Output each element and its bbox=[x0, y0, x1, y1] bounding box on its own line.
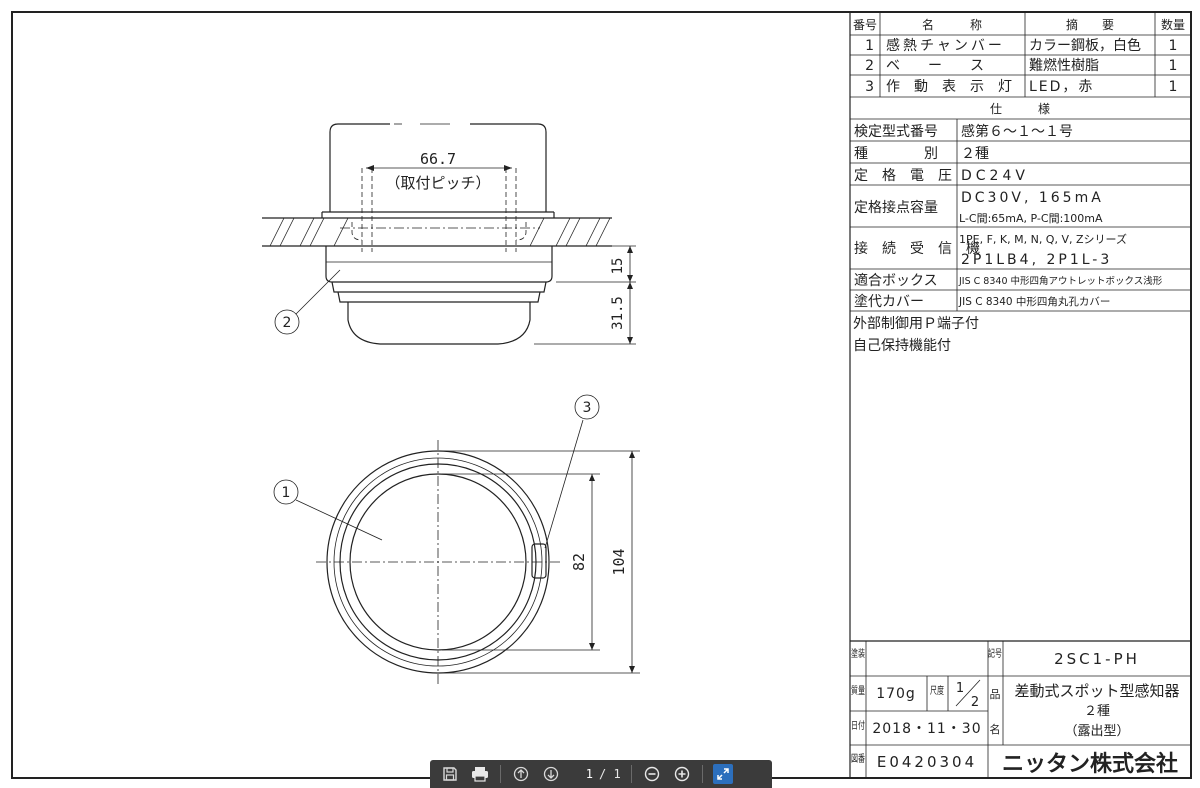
part-2-summary: 難燃性樹脂 bbox=[1029, 57, 1099, 74]
page-number-input[interactable]: 1 bbox=[585, 767, 593, 781]
spec-label-contact: 定格接点容量 bbox=[854, 199, 938, 216]
spec-label-box: 適合ボックス bbox=[854, 272, 938, 289]
dimension-31-5: 31.5 bbox=[610, 296, 626, 330]
page-indicator: 1 / 1 bbox=[571, 767, 621, 781]
part-2-name: ベ ー ス bbox=[886, 58, 984, 74]
product-type: （露出型） bbox=[1064, 724, 1129, 739]
spec-value-class: ２種 bbox=[961, 146, 989, 162]
scale-numerator: 1 bbox=[956, 681, 964, 696]
spec-value-voltage: DC24V bbox=[961, 168, 1029, 184]
spec-label-receiver: 接 続 受 信 機 bbox=[854, 240, 980, 257]
header-qty: 数量 bbox=[1161, 17, 1185, 32]
base-outline bbox=[325, 246, 553, 283]
spec-label-type-no: 検定型式番号 bbox=[854, 124, 938, 140]
dimension-104: 104 bbox=[610, 548, 628, 575]
mass-value: 170g bbox=[876, 686, 916, 702]
part-3-no: 3 bbox=[865, 79, 874, 95]
scale-label: 尺度 bbox=[930, 684, 944, 697]
toolbar-separator bbox=[630, 765, 632, 783]
fit-page-icon[interactable] bbox=[712, 764, 733, 784]
drawing-no-label: 図番 bbox=[851, 753, 865, 765]
spec-value-type-no: 感第６～１～１号 bbox=[961, 123, 1073, 140]
product-name: 差動式スポット型感知器 bbox=[1014, 682, 1179, 700]
dome-outline bbox=[347, 302, 531, 345]
page-up-icon[interactable] bbox=[511, 764, 531, 784]
led-indicator bbox=[531, 543, 547, 579]
company-logo: ニッタン株式会社 bbox=[1002, 751, 1178, 777]
side-view: 66.7 （取付ピッチ） 15 31.5 2 bbox=[262, 122, 636, 345]
top-view: 3 1 82 104 bbox=[273, 394, 640, 684]
callout-2-circle bbox=[274, 309, 300, 335]
header-summary: 摘 要 bbox=[1066, 17, 1114, 32]
spec-note-2: 自己保持機能付 bbox=[853, 338, 951, 354]
dimension-15: 15 bbox=[610, 258, 626, 275]
header-no: 番号 bbox=[853, 18, 877, 32]
zoom-in-icon[interactable] bbox=[672, 764, 692, 784]
page-down-icon[interactable] bbox=[541, 764, 561, 784]
title-block: 塗装 記号 2SC1-PH 質量 170g 尺度 1 2 品 差動式スポット型感… bbox=[850, 640, 1191, 778]
spec-label-voltage: 定 格 電 圧 bbox=[854, 168, 952, 184]
spec-value-receiver-models: 2P1LB4, 2P1L-3 bbox=[961, 252, 1112, 268]
paint-label: 塗装 bbox=[851, 647, 865, 660]
scale-denominator: 2 bbox=[971, 695, 979, 710]
model-symbol: 2SC1-PH bbox=[1054, 650, 1140, 668]
callout-3-circle bbox=[574, 394, 600, 420]
callout-1: 1 bbox=[282, 485, 291, 501]
viewer-toolbar: 1 / 1 bbox=[430, 760, 772, 788]
spec-value-box: JIS C 8340 中形四角アウトレットボックス浅形 bbox=[958, 275, 1163, 287]
part-1-name: 感熱チャンバー bbox=[886, 37, 1005, 54]
spec-note-1: 外部制御用Ｐ端子付 bbox=[853, 316, 979, 332]
spec-value-contact: DC30V, 165mA bbox=[961, 190, 1104, 206]
part-2-qty: 1 bbox=[1169, 58, 1178, 74]
print-icon[interactable] bbox=[470, 764, 490, 784]
outer-ring bbox=[326, 450, 550, 674]
dimension-82: 82 bbox=[570, 553, 588, 571]
pitch-note: （取付ピッチ） bbox=[385, 174, 490, 192]
part-3-qty: 1 bbox=[1169, 79, 1178, 95]
drawing-number: E0420304 bbox=[877, 753, 977, 771]
part-3-name: 作 動 表 示 灯 bbox=[886, 79, 1012, 95]
part-1-no: 1 bbox=[865, 38, 874, 54]
callout-1-circle bbox=[273, 479, 299, 505]
symbol-label: 記号 bbox=[988, 647, 1002, 660]
mass-label: 質量 bbox=[851, 684, 865, 697]
spec-title: 仕 様 bbox=[990, 102, 1050, 116]
product-class: ２種 bbox=[1084, 703, 1110, 719]
inner-ring bbox=[349, 473, 527, 651]
part-2-no: 2 bbox=[865, 58, 874, 74]
part-3-summary: LED，赤 bbox=[1029, 79, 1094, 95]
ceiling-hatch-right bbox=[529, 217, 611, 247]
header-name: 名 称 bbox=[922, 17, 982, 32]
date-value: 2018・11・30 bbox=[872, 721, 981, 737]
save-icon[interactable] bbox=[440, 764, 460, 784]
toolbar-separator bbox=[500, 765, 501, 783]
page-total: / 1 bbox=[599, 767, 621, 781]
toolbar-separator bbox=[701, 765, 703, 783]
part-1-qty: 1 bbox=[1169, 38, 1178, 54]
callout-2: 2 bbox=[283, 315, 292, 331]
spec-panel: 番号 名 称 摘 要 数量 1 感熱チャンバー カラー鋼板，白色 1 2 ベ ー… bbox=[849, 12, 1191, 778]
callout-3: 3 bbox=[583, 400, 592, 416]
pitch-dimension: 66.7 bbox=[420, 150, 456, 168]
spec-value-contact-detail: L-C間:65mA, P-C間:100mA bbox=[959, 212, 1103, 225]
spec-value-cover: JIS C 8340 中形四角丸孔カバー bbox=[958, 295, 1110, 308]
spec-label-cover: 塗代カバー bbox=[854, 293, 924, 310]
spec-label-class: 種 別 bbox=[854, 146, 938, 162]
spec-value-receiver: 1PE, F, K, M, N, Q, V, Zシリーズ bbox=[959, 232, 1127, 246]
zoom-out-icon[interactable] bbox=[642, 764, 662, 784]
product-label: 品 bbox=[990, 688, 1001, 701]
date-label: 日付 bbox=[851, 719, 865, 732]
part-1-summary: カラー鋼板，白色 bbox=[1029, 37, 1141, 54]
name-label: 名 bbox=[990, 722, 1001, 736]
ceiling-hatch-left bbox=[269, 217, 349, 247]
